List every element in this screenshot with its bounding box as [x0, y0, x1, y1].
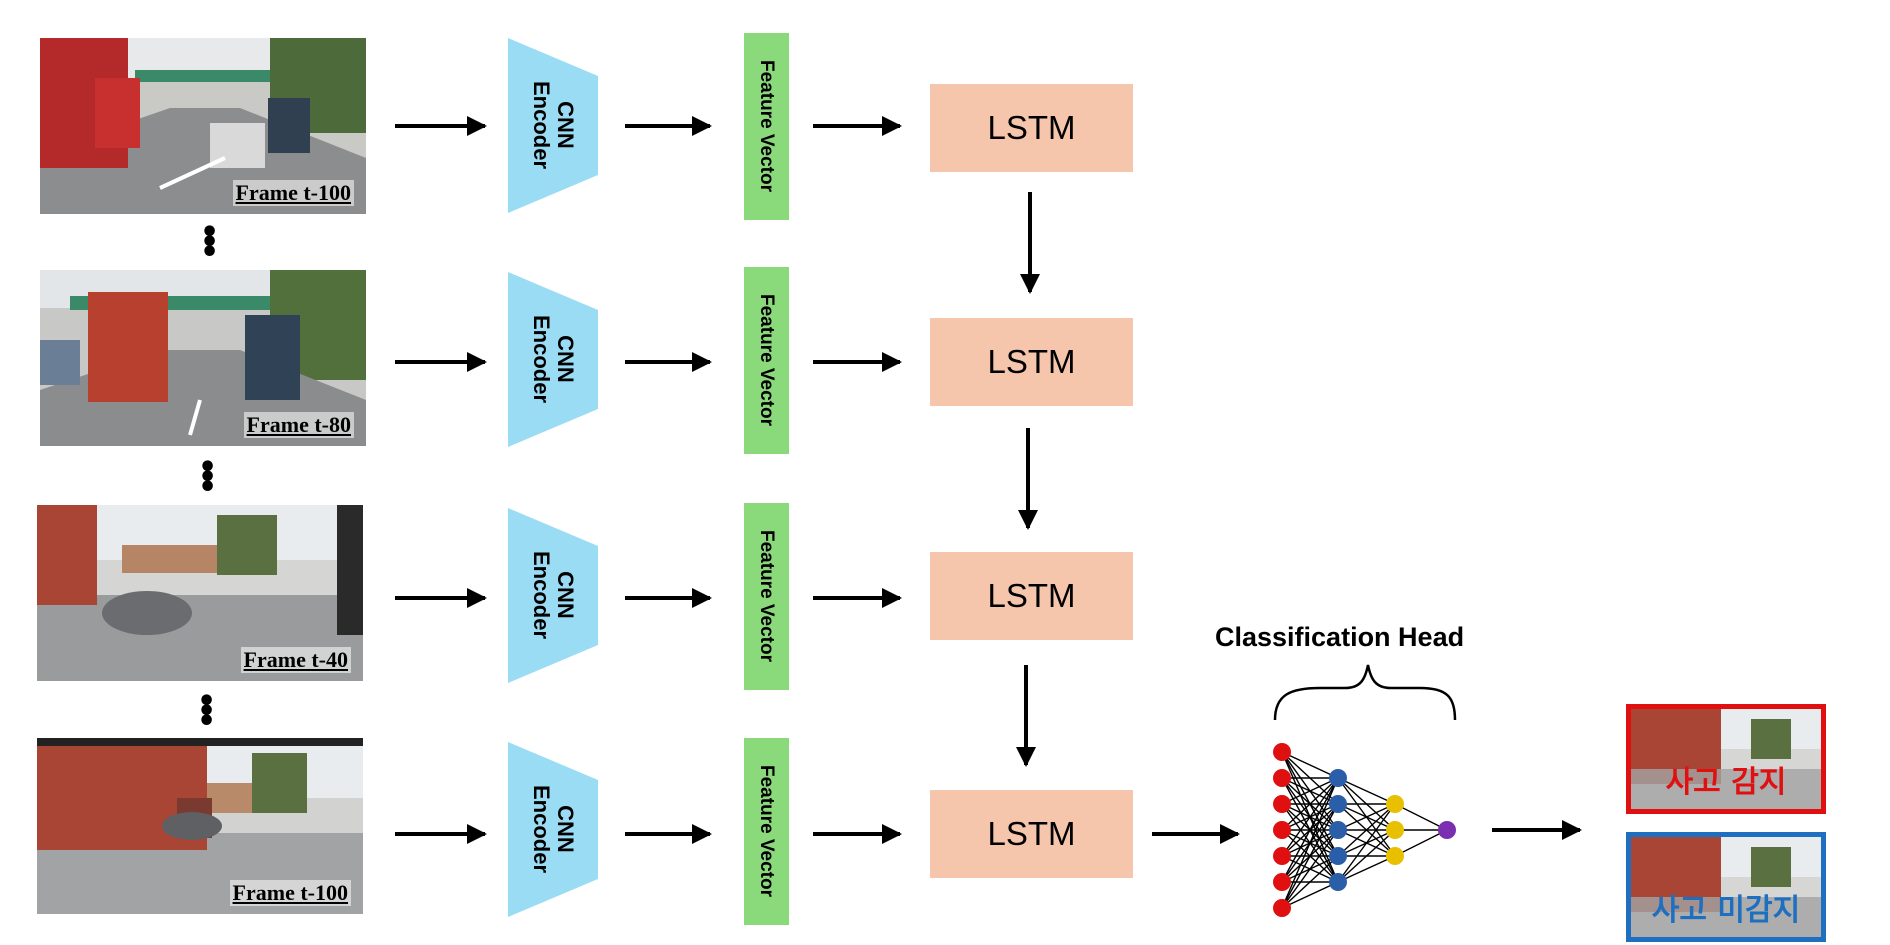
nn-connection: [1394, 803, 1448, 831]
nn-connection: [1281, 777, 1339, 909]
feature-vector-3: Feature Vector: [744, 503, 789, 690]
output-not-detected: 사고 미감지: [1626, 832, 1826, 942]
nn-node-layer-2: [1329, 847, 1347, 865]
encoder-line1: CNN: [553, 335, 578, 383]
feature-vector-label: Feature Vector: [756, 294, 777, 426]
nn-node-layer-1: [1273, 847, 1291, 865]
nn-connection: [1281, 777, 1339, 805]
frame-image-4: Frame t-100: [37, 738, 363, 914]
nn-connection: [1337, 829, 1396, 883]
ellipsis-2: •••: [198, 450, 218, 505]
lstm-cell-2: LSTM: [930, 318, 1133, 406]
nn-connection: [1337, 803, 1396, 831]
frame-image-1: Frame t-100: [40, 38, 366, 214]
nn-connection: [1337, 803, 1396, 883]
frame-image-2: Frame t-80: [40, 270, 366, 446]
nn-connection: [1281, 751, 1339, 779]
nn-node-layer-3: [1386, 795, 1404, 813]
head-brace: [1273, 664, 1457, 721]
encoder-line2: Encoder: [529, 314, 554, 404]
nn-node-layer-1: [1273, 743, 1291, 761]
lstm-cell-4: LSTM: [930, 790, 1133, 878]
nn-node-layer-1: [1273, 873, 1291, 891]
classification-head-network: [1273, 743, 1456, 917]
output-not-detected-label: 사고 미감지: [1651, 893, 1801, 928]
nn-node-layer-1: [1273, 899, 1291, 917]
nn-connection: [1337, 803, 1396, 857]
encoder-line2: Encoder: [529, 550, 554, 640]
nn-node-layer-2: [1329, 821, 1347, 839]
nn-node-layer-1: [1273, 769, 1291, 787]
nn-connection: [1281, 777, 1339, 831]
nn-node-layer-4: [1438, 821, 1456, 839]
nn-connection: [1281, 881, 1339, 909]
feature-vector-label: Feature Vector: [756, 60, 777, 192]
nn-node-layer-1: [1273, 795, 1291, 813]
nn-connection: [1337, 777, 1396, 805]
nn-connection: [1281, 855, 1339, 909]
nn-connection: [1281, 803, 1339, 909]
nn-node-layer-2: [1329, 873, 1347, 891]
nn-node-layer-1: [1273, 821, 1291, 839]
nn-connection: [1281, 777, 1339, 883]
classification-head-title: Classification Head: [1215, 622, 1465, 652]
frame-image-3: Frame t-40: [37, 505, 363, 681]
nn-connection: [1281, 777, 1339, 857]
nn-node-layer-3: [1386, 821, 1404, 839]
nn-node-layer-2: [1329, 769, 1347, 787]
feature-vector-4: Feature Vector: [744, 738, 789, 925]
frame-label-1: Frame t-100: [232, 180, 354, 206]
lstm-cell-1: LSTM: [930, 84, 1133, 172]
nn-node-layer-3: [1386, 847, 1404, 865]
lstm-cell-3: LSTM: [930, 552, 1133, 640]
nn-connection: [1394, 829, 1448, 857]
encoder-line2: Encoder: [529, 80, 554, 170]
nn-node-layer-2: [1329, 795, 1347, 813]
ellipsis-1: •••: [200, 215, 220, 270]
frame-label-4: Frame t-100: [229, 880, 351, 906]
ellipsis-3: •••: [197, 684, 217, 739]
frame-label-3: Frame t-40: [240, 647, 351, 673]
frame-label-2: Frame t-80: [243, 412, 354, 438]
feature-vector-label: Feature Vector: [756, 530, 777, 662]
nn-connection: [1281, 829, 1339, 909]
encoder-line2: Encoder: [529, 784, 554, 874]
feature-vector-label: Feature Vector: [756, 765, 777, 897]
feature-vector-1: Feature Vector: [744, 33, 789, 220]
feature-vector-2: Feature Vector: [744, 267, 789, 454]
encoder-line1: CNN: [553, 805, 578, 853]
encoder-line1: CNN: [553, 101, 578, 149]
encoder-line1: CNN: [553, 571, 578, 619]
output-detected-label: 사고 감지: [1665, 765, 1787, 800]
output-detected: 사고 감지: [1626, 704, 1826, 814]
nn-connection: [1337, 855, 1396, 883]
